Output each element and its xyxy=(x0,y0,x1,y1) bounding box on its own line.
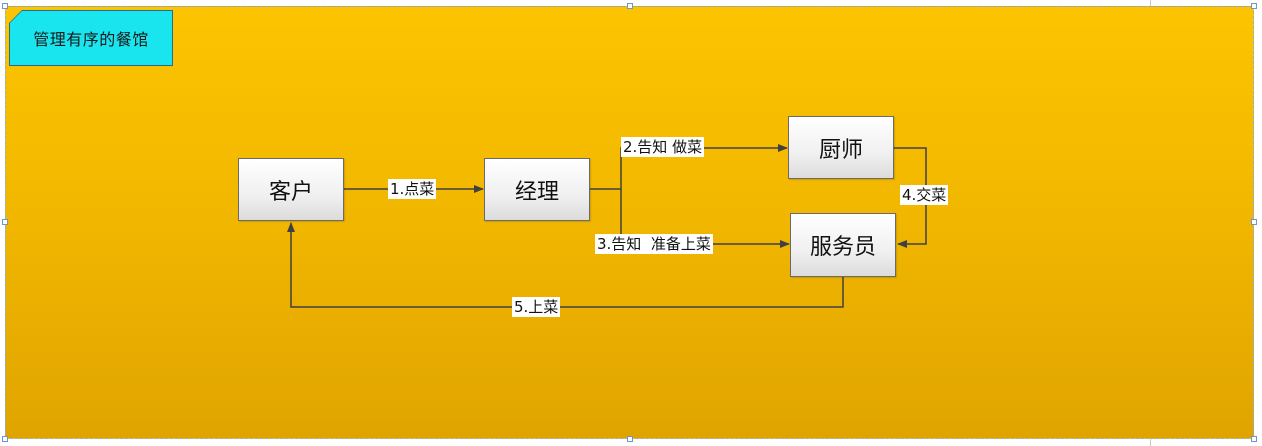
diagram-title: 管理有序的餐馆 xyxy=(33,30,149,49)
diagram-canvas xyxy=(5,6,1254,439)
selection-handle[interactable] xyxy=(1251,219,1257,225)
node-chef[interactable]: 厨师 xyxy=(788,116,894,179)
edge-label-hand-over: 4.交菜 xyxy=(900,185,949,205)
edge-label-notify-serve: 3.告知 准备上菜 xyxy=(595,234,713,254)
edge-label-serve: 5.上菜 xyxy=(512,297,561,317)
node-manager[interactable]: 经理 xyxy=(484,158,590,221)
selection-handle[interactable] xyxy=(2,219,8,225)
edge-label-order: 1.点菜 xyxy=(388,179,437,199)
edge-label-notify-cook: 2.告知 做菜 xyxy=(621,137,705,157)
guide-line xyxy=(1150,0,1151,6)
selection-handle[interactable] xyxy=(1251,3,1257,9)
node-waiter[interactable]: 服务员 xyxy=(790,213,896,277)
selection-handle[interactable] xyxy=(627,3,633,9)
selection-handle[interactable] xyxy=(2,3,8,9)
selection-handle[interactable] xyxy=(1251,436,1257,442)
title-tag[interactable] xyxy=(10,11,172,65)
edge-serve xyxy=(287,222,844,308)
selection-handle[interactable] xyxy=(627,436,633,442)
guide-line xyxy=(1150,439,1151,446)
selection-handle[interactable] xyxy=(2,436,8,442)
node-customer[interactable]: 客户 xyxy=(238,158,344,221)
